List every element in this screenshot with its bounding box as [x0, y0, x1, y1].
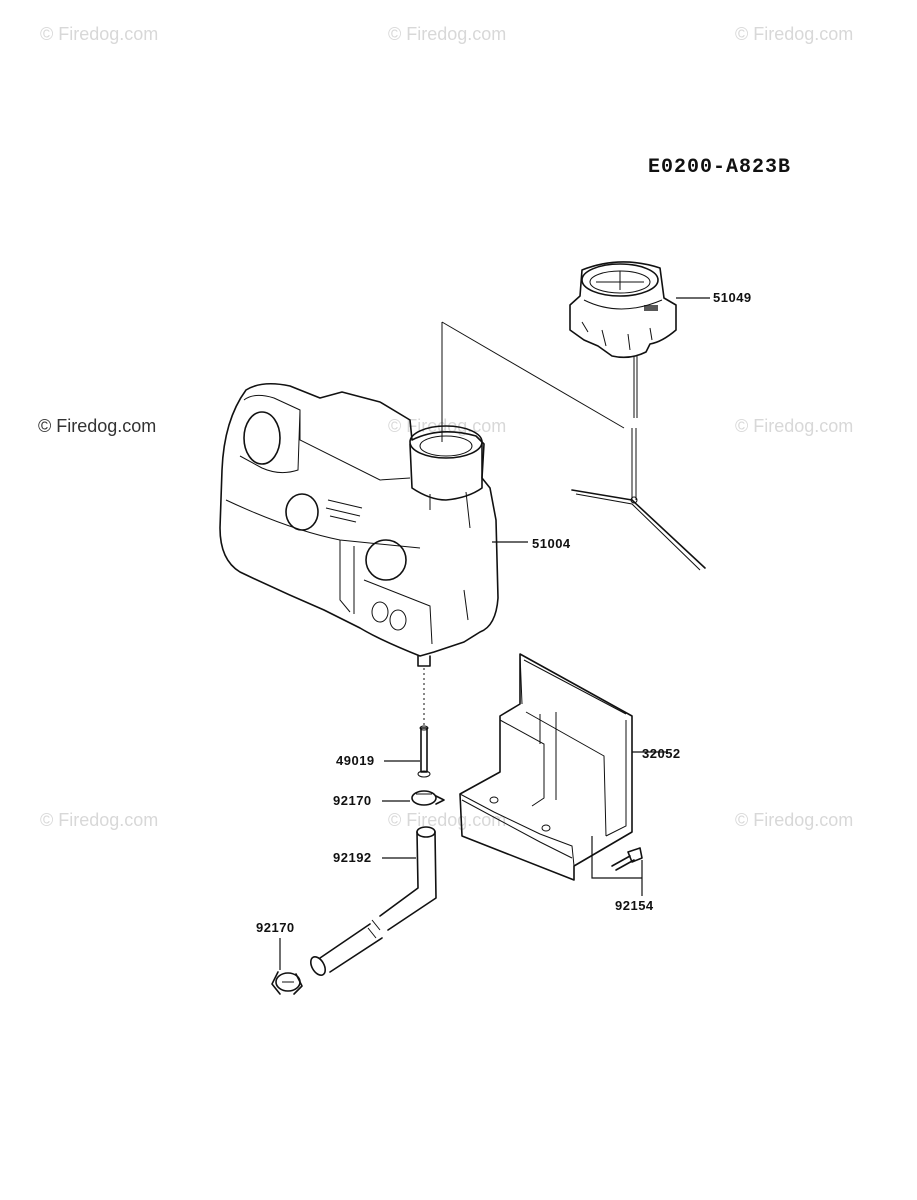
- watermark-mid-right: © Firedog.com: [735, 416, 853, 436]
- part-number-clamp-lower: 92170: [256, 920, 295, 935]
- cap-tether: [571, 356, 706, 571]
- part-number-bracket: 32052: [642, 746, 681, 761]
- fuel-hose: [309, 826, 437, 976]
- fuel-fitting: [417, 725, 431, 778]
- watermark-mid-left: © Firedog.com: [38, 416, 156, 436]
- clamp-upper: [411, 790, 445, 806]
- part-number-cap: 51049: [713, 290, 752, 305]
- part-number-clamp-upper: 92170: [333, 793, 372, 808]
- fuel-tank: [219, 382, 499, 667]
- fuel-cap: [569, 261, 677, 359]
- watermark-low-left: © Firedog.com: [40, 810, 158, 830]
- part-number-fitting: 49019: [336, 753, 375, 768]
- diagram-code: E0200-A823B: [648, 156, 791, 179]
- part-number-tank: 51004: [532, 536, 571, 551]
- tank-bracket: [459, 653, 633, 881]
- watermarks: © Firedog.com © Firedog.com © Firedog.co…: [38, 24, 853, 830]
- watermark-top-center: © Firedog.com: [388, 24, 506, 44]
- bolt: [611, 847, 643, 871]
- watermark-top-left: © Firedog.com: [40, 24, 158, 44]
- watermark-top-right: © Firedog.com: [735, 24, 853, 44]
- watermark-low-center: © Firedog.com: [388, 810, 506, 830]
- part-number-bolt: 92154: [615, 898, 654, 913]
- clamp-lower: [271, 971, 303, 995]
- part-number-hose: 92192: [333, 850, 372, 865]
- watermark-low-right: © Firedog.com: [735, 810, 853, 830]
